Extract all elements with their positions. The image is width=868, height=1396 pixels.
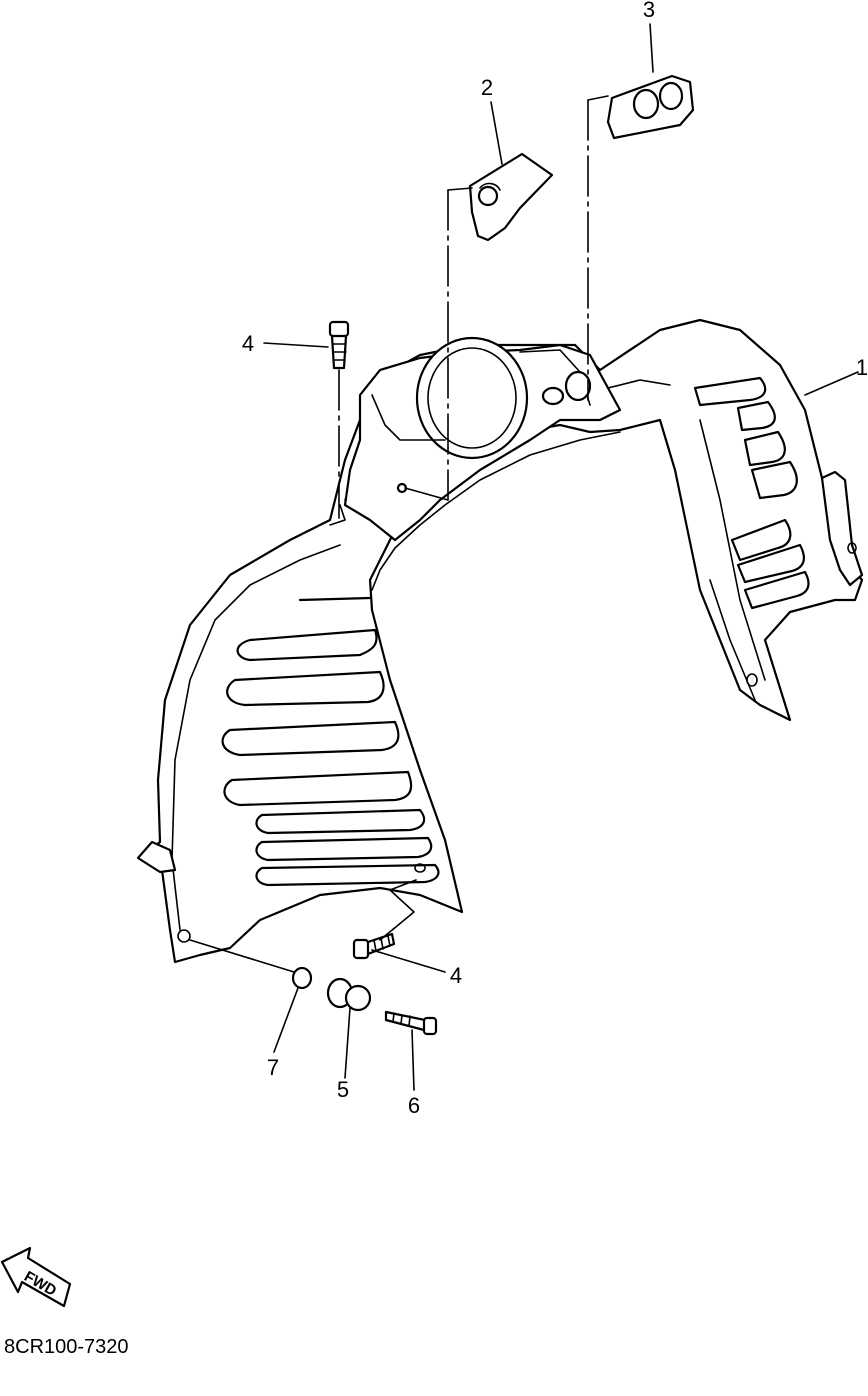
- part-3-plate: [606, 74, 695, 140]
- label-part-1: 1: [855, 355, 868, 380]
- part-7-washer: [291, 966, 313, 990]
- part-6-screw: [384, 1010, 438, 1036]
- part-4-bolt-upper: [328, 320, 350, 370]
- label-part-4-lower: 4: [449, 963, 463, 988]
- drawing-code: 8CR100-7320: [4, 1336, 129, 1358]
- label-part-5: 5: [336, 1077, 350, 1102]
- label-part-6: 6: [407, 1093, 421, 1118]
- part-5-grommet: [326, 977, 372, 1012]
- label-part-4-upper: 4: [241, 331, 255, 356]
- part-1-inner-fender: [136, 318, 864, 964]
- label-part-2: 2: [480, 75, 494, 100]
- part-2-bracket: [468, 152, 554, 242]
- leader-lines: [189, 23, 859, 1091]
- label-part-7: 7: [266, 1055, 280, 1080]
- left-fins: [221, 596, 440, 887]
- part-4-bolt-lower: [352, 932, 396, 960]
- label-part-3: 3: [642, 0, 656, 22]
- forward-direction-arrow-icon: FWD: [0, 1246, 72, 1308]
